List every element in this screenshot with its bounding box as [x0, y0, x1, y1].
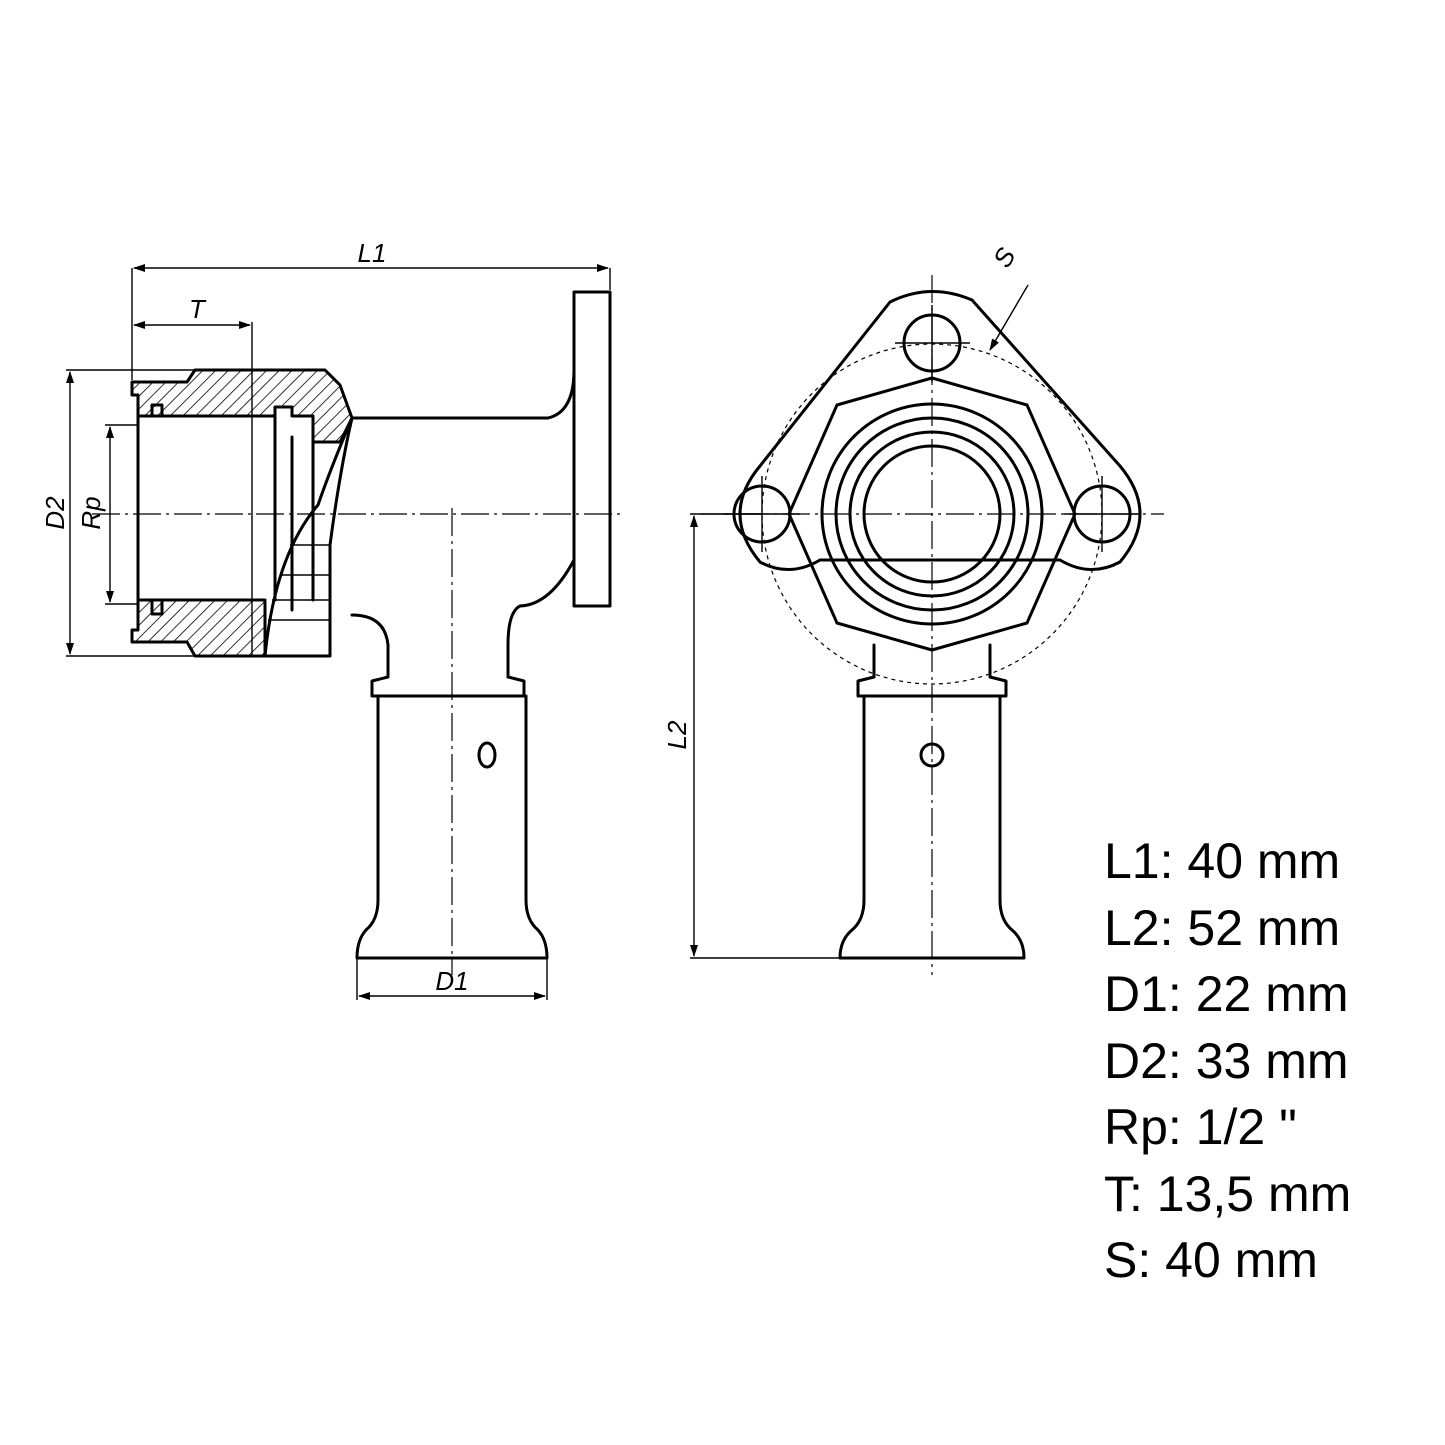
spec-rp: Rp: 1/2 "	[1104, 1099, 1297, 1155]
socket-cutaway	[263, 416, 354, 658]
spec-s: S: 40 mm	[1104, 1232, 1318, 1288]
front-neck	[872, 643, 992, 679]
socket-bore	[136, 414, 315, 612]
spec-l2: L2: 52 mm	[1104, 899, 1341, 956]
socket-thread-notches	[150, 403, 164, 616]
front-flange	[738, 290, 1142, 572]
side-inspection-hole	[477, 741, 497, 769]
dim-t-label: T	[189, 294, 207, 324]
side-collar	[370, 675, 526, 698]
socket-cutaway-lines	[268, 544, 330, 621]
dim-rp-label: Rp	[76, 496, 106, 529]
side-elbow-body	[350, 368, 576, 679]
front-view: S L2	[662, 242, 1164, 975]
dim-l2-label: L2	[662, 720, 692, 749]
dim-s-line	[989, 284, 1029, 351]
socket-wall-top	[130, 368, 354, 444]
dim-d1-label: D1	[435, 966, 468, 996]
side-view: L1 T D2 Rp D1	[40, 238, 624, 1000]
dim-s-label: S	[987, 242, 1022, 273]
spec-list: L1: 40 mm L2: 52 mm D1: 22 mm D2: 33 mm …	[1104, 828, 1351, 1294]
spec-t: T: 13,5 mm	[1104, 1165, 1352, 1222]
spec-d1: D1: 22 mm	[1104, 966, 1349, 1022]
spec-l1: L1: 40 mm	[1104, 833, 1341, 889]
side-flange-plate	[572, 290, 612, 608]
spec-d2: D2: 33 mm	[1104, 1032, 1349, 1089]
dim-l1-label: L1	[358, 238, 387, 268]
side-press-sleeve	[355, 694, 549, 960]
dim-d2-label: D2	[40, 496, 70, 530]
